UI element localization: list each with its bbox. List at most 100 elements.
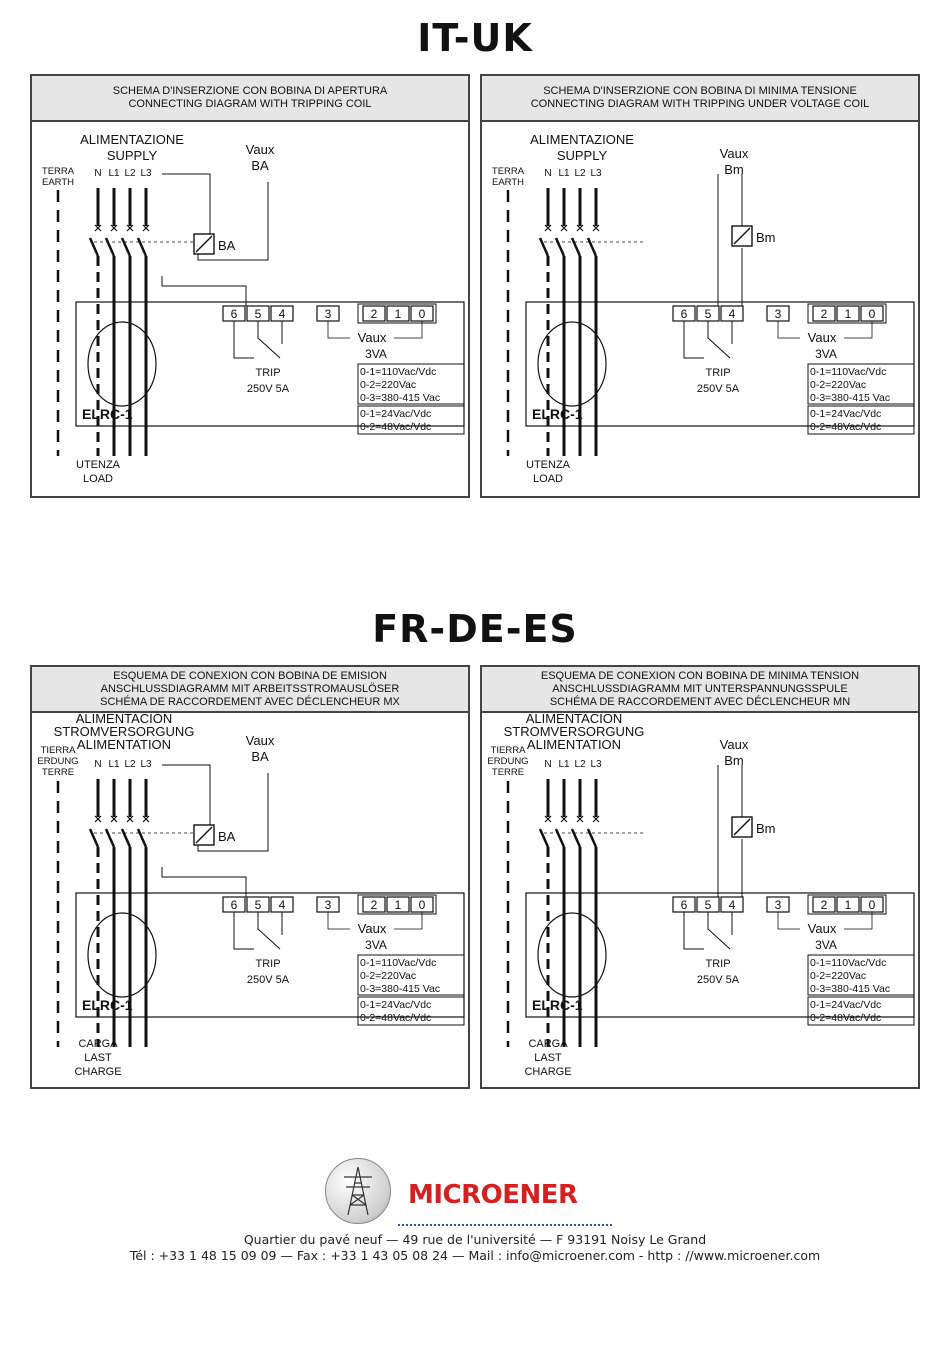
terminal-label: 5 (255, 898, 262, 912)
panel-header-line: CONNECTING DIAGRAM WITH TRIPPING UNDER V… (530, 98, 870, 110)
panel-header-line: CONNECTING DIAGRAM WITH TRIPPING COIL (128, 98, 372, 110)
trip-rating-label: 250V 5A (697, 383, 740, 395)
terminal-label: 2 (371, 898, 378, 912)
circuit-lines (56, 764, 465, 1047)
panel-header-line: ANSCHLUSSDIAGRAMM MIT ARBEITSSTROMAUSLÖS… (100, 682, 400, 695)
load-label: CARGA (78, 1038, 118, 1050)
terminal-label: 3 (775, 898, 782, 912)
terminal-label: 0 (869, 898, 876, 912)
spec-line: 0-1=110Vac/Vdc (360, 366, 436, 378)
vaux-power-label: 3VA (815, 347, 837, 361)
supply-label: ALIMENTACION (76, 711, 173, 726)
terminal-label: 1 (395, 898, 402, 912)
coil-label: BA (218, 829, 236, 844)
vaux-supply-label: Bm (724, 162, 744, 177)
terminal-label: 1 (845, 898, 852, 912)
phase-label: N (544, 759, 551, 770)
load-label: CHARGE (524, 1066, 571, 1078)
terminal-label: 5 (255, 307, 262, 321)
load-label: CHARGE (74, 1066, 121, 1078)
supply-label: STROMVERSORGUNG (504, 724, 645, 739)
circuit-lines (506, 765, 915, 1047)
terminal-label: 4 (729, 898, 736, 912)
phase-label: N (94, 168, 101, 179)
terminal-label: 3 (775, 307, 782, 321)
spec-line: 0-2=220Vac (810, 970, 866, 982)
phase-label: L2 (574, 759, 586, 770)
brand-logo: MICROENER (408, 1180, 578, 1210)
wiring-diagram-panel: ESQUEMA DE CONEXION CON BOBINA DE EMISIO… (30, 665, 470, 1089)
circuit-lines (56, 173, 465, 456)
panel-header: ESQUEMA DE CONEXION CON BOBINA DE EMISIO… (32, 667, 468, 713)
spec-line: 0-2=220Vac (360, 970, 416, 982)
wiring-diagram-panel: ESQUEMA DE CONEXION CON BOBINA DE MINIMA… (480, 665, 920, 1089)
vaux-supply-label: Vaux (246, 142, 275, 157)
wiring-diagram: ALIMENTACIONSTROMVERSORGUNGALIMENTATIONT… (37, 711, 465, 1078)
supply-label: ALIMENTAZIONE (80, 132, 184, 147)
vaux-label: Vaux (358, 921, 387, 936)
spec-line: 0-2=220Vac (810, 379, 866, 391)
terminal-label: 4 (729, 307, 736, 321)
earth-label: TERRA (42, 166, 75, 177)
panel-header-line: SCHEMA D'INSERZIONE CON BOBINA DI MINIMA… (543, 85, 857, 97)
load-label: LAST (84, 1052, 112, 1064)
device-label: ELRC-1 (532, 406, 583, 422)
spec-line: 0-3=380-415 Vac (360, 983, 440, 995)
panel-header-line: SCHEMA D'INSERZIONE CON BOBINA DI APERTU… (112, 85, 388, 97)
terminal-label: 6 (231, 898, 238, 912)
phase-label: L1 (558, 168, 570, 179)
terminal-label: 6 (231, 307, 238, 321)
earth-label: TERRA (492, 166, 525, 177)
terminal-label: 5 (705, 307, 712, 321)
load-label: UTENZA (526, 459, 571, 471)
terminal-label: 2 (821, 898, 828, 912)
vaux-label: Vaux (358, 330, 387, 345)
terminal-label: 0 (419, 898, 426, 912)
spec-line: 0-1=24Vac/Vdc (810, 999, 881, 1011)
earth-label: TIERRA (41, 745, 77, 756)
panel-header: SCHEMA D'INSERZIONE CON BOBINA DI APERTU… (32, 76, 468, 122)
trip-label: TRIP (255, 958, 280, 970)
device-label: ELRC-1 (82, 406, 133, 422)
section-title-it-uk: IT-UK (417, 16, 533, 60)
load-label: LAST (534, 1052, 562, 1064)
supply-label: ALIMENTATION (77, 737, 171, 752)
vaux-supply-label: BA (251, 749, 269, 764)
supply-label: STROMVERSORGUNG (54, 724, 195, 739)
panel-header-line: ESQUEMA DE CONEXION CON BOBINA DE EMISIO… (113, 669, 387, 682)
earth-label: EARTH (42, 177, 74, 188)
device-label: ELRC-1 (82, 997, 133, 1013)
vaux-supply-label: Vaux (720, 146, 749, 161)
terminal-label: 4 (279, 307, 286, 321)
section-title-fr-de-es: FR-DE-ES (372, 607, 578, 651)
trip-label: TRIP (705, 958, 730, 970)
device-label: ELRC-1 (532, 997, 583, 1013)
terminal-label: 3 (325, 307, 332, 321)
phase-label: N (94, 759, 101, 770)
vaux-power-label: 3VA (365, 938, 387, 952)
phase-label: L2 (574, 168, 586, 179)
earth-label: TIERRA (491, 745, 527, 756)
trip-rating-label: 250V 5A (247, 974, 290, 986)
supply-label: ALIMENTAZIONE (530, 132, 634, 147)
terminal-label: 6 (681, 898, 688, 912)
earth-label: TERRE (42, 767, 74, 778)
wiring-diagram-panel: SCHEMA D'INSERZIONE CON BOBINA DI MINIMA… (480, 74, 920, 498)
phase-label: L1 (558, 759, 570, 770)
phase-label: L2 (124, 759, 136, 770)
spec-line: 0-2=48Vac/Vdc (810, 1012, 881, 1024)
spec-line: 0-2=220Vac (360, 379, 416, 391)
load-label: LOAD (83, 473, 113, 485)
panel-header-line: SCHÉMA DE RACCORDEMENT AVEC DÉCLENCHEUR … (100, 695, 400, 708)
earth-label: EARTH (492, 177, 524, 188)
footer-address: Quartier du pavé neuf — 49 rue de l'univ… (243, 1232, 707, 1247)
phase-label: L3 (140, 759, 152, 770)
spec-line: 0-3=380-415 Vac (360, 392, 440, 404)
vaux-supply-label: Vaux (720, 737, 749, 752)
spec-line: 0-1=110Vac/Vdc (810, 366, 886, 378)
spec-line: 0-2=48Vac/Vdc (360, 421, 431, 433)
panel-header-line: SCHÉMA DE RACCORDEMENT AVEC DÉCLENCHEUR … (549, 695, 851, 708)
terminal-label: 1 (395, 307, 402, 321)
trip-rating-label: 250V 5A (247, 383, 290, 395)
panel-header: ESQUEMA DE CONEXION CON BOBINA DE MINIMA… (482, 667, 918, 713)
